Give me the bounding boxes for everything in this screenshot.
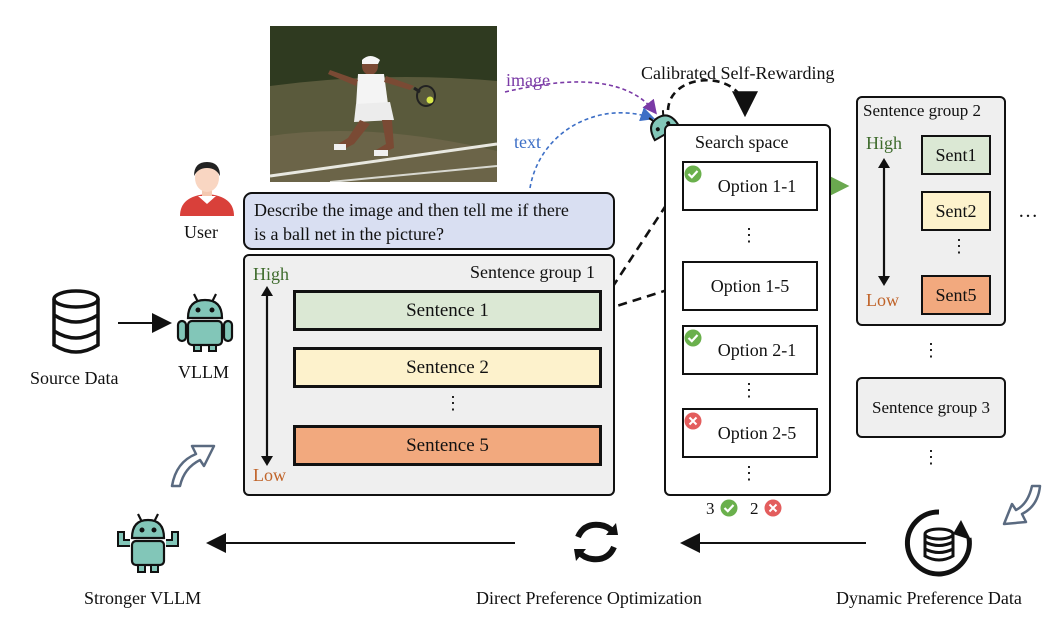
cross-icon [764, 499, 782, 517]
user-icon [180, 162, 234, 216]
prompt-box: Describe the image and then tell me if t… [243, 192, 615, 250]
prompt-line-2: is a ball net in the picture? [254, 224, 444, 244]
image-arrow [504, 81, 657, 115]
vllm-label: VLLM [178, 362, 229, 382]
search-ellipsis-3: ⋮ [740, 463, 758, 483]
sentence-group-2-title: Sentence group 2 [863, 101, 982, 120]
count-good: 3 [706, 499, 715, 518]
check-icon [684, 165, 702, 183]
dynamic-pref-label: Dynamic Preference Data [836, 588, 1022, 608]
text-arrow [529, 107, 656, 189]
refresh-icon [574, 521, 618, 563]
option-2-5-label: Option 2-5 [717, 422, 797, 443]
group1-rank-arrow [261, 286, 273, 466]
option-1-5-label: Option 1-5 [710, 275, 790, 296]
sent2-box: Sent2 [921, 191, 991, 231]
option-2-1-label: Option 2-1 [717, 339, 797, 360]
sentence-1-bar: Sentence 1 [293, 290, 602, 331]
group1-low-label: Low [253, 465, 286, 485]
search-ellipsis-2: ⋮ [740, 380, 758, 400]
dpo-label: Direct Preference Optimization [476, 588, 702, 608]
option-1-5-box: Option 1-5 [682, 261, 818, 311]
sent1-box: Sent1 [921, 135, 991, 175]
groups-ellipsis-1: ⋮ [922, 340, 940, 360]
check-icon [684, 329, 702, 347]
tennis-photo [270, 26, 497, 182]
groups-ellipsis-2: ⋮ [922, 447, 940, 467]
text-arrow-label: text [514, 132, 541, 152]
sent5-box: Sent5 [921, 275, 991, 315]
option-2-5-box: Option 2-5 [682, 408, 818, 458]
group2-rank-arrow [878, 158, 890, 286]
option-1-1-box: Option 1-1 [682, 161, 818, 211]
database-icon [52, 289, 100, 354]
stronger-vllm-label: Stronger VLLM [84, 588, 202, 608]
group1-ellipsis: ⋮ [444, 393, 462, 413]
search-ellipsis-1: ⋮ [740, 225, 758, 245]
sentence1-to-option11-line [602, 183, 682, 301]
curved-arrow-icon [1002, 484, 1042, 526]
curved-arrow-icon [170, 444, 216, 488]
robot-icon [176, 293, 234, 352]
count-bad: 2 [750, 499, 759, 518]
prompt-line-1: Describe the image and then tell me if t… [254, 200, 569, 220]
group2-high-label: High [866, 133, 902, 153]
cross-icon [684, 412, 702, 430]
check-icon [720, 499, 738, 517]
sentence-group-3-panel: Sentence group 3 [856, 377, 1006, 438]
sentence-group-1-title: Sentence group 1 [470, 262, 595, 282]
more-groups-ellipsis: … [1018, 200, 1038, 222]
sentence-5-bar: Sentence 5 [293, 425, 602, 466]
image-arrow-label: image [506, 70, 550, 90]
search-space-title: Search space [695, 132, 789, 152]
calibrated-loop-arrow [666, 79, 758, 118]
sentence-2-bar: Sentence 2 [293, 347, 602, 388]
user-label: User [184, 222, 218, 242]
group2-low-label: Low [866, 290, 899, 310]
option-1-1-label: Option 1-1 [717, 175, 797, 196]
database-cycle-icon [904, 509, 972, 577]
group2-ellipsis: ⋮ [950, 236, 968, 256]
group1-high-label: High [253, 264, 289, 284]
source-data-label: Source Data [30, 368, 119, 388]
option-2-1-box: Option 2-1 [682, 325, 818, 375]
calibrated-label: Calibrated Self-Rewarding [641, 63, 835, 83]
strong-robot-icon [117, 513, 179, 573]
